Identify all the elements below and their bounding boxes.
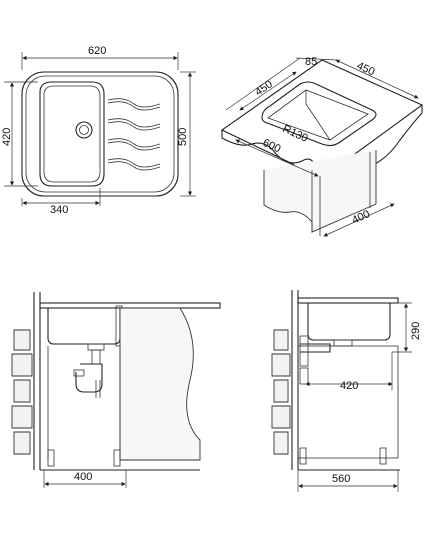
side-wall <box>271 329 291 455</box>
dim-length-label: 600 <box>261 137 283 156</box>
top-view: 620 420 500 340 <box>1 45 196 216</box>
dim-offset-label: 340 <box>50 204 68 216</box>
front-countertop <box>39 302 221 309</box>
side-bowl <box>307 303 391 341</box>
front-siphon <box>73 343 105 398</box>
front-cabinet-label: 400 <box>74 471 92 483</box>
side-height-label: 290 <box>410 322 422 340</box>
side-view: 290 420 560 <box>271 290 422 492</box>
side-drain-label: 420 <box>340 380 358 392</box>
dim-radius-label: R130 <box>281 123 310 145</box>
side-depth-label: 560 <box>332 473 350 485</box>
dim-depth-label: 500 <box>177 128 189 146</box>
front-wall <box>11 329 33 455</box>
front-view: 400 <box>11 292 221 488</box>
side-cabinet <box>297 345 399 459</box>
iso-view: 85 450 450 R130 600 400 <box>220 56 424 237</box>
dim-rim-label: 85 <box>305 56 317 68</box>
drainboard-grooves <box>107 98 161 171</box>
front-bowl <box>47 308 121 345</box>
drain-circle <box>75 121 93 139</box>
bowl-outline <box>39 81 105 187</box>
dim-height-label: 420 <box>1 128 13 146</box>
front-cabinet <box>119 307 201 461</box>
dim-width-label: 620 <box>88 45 106 57</box>
side-siphon <box>299 335 353 385</box>
side-countertop <box>297 297 399 304</box>
